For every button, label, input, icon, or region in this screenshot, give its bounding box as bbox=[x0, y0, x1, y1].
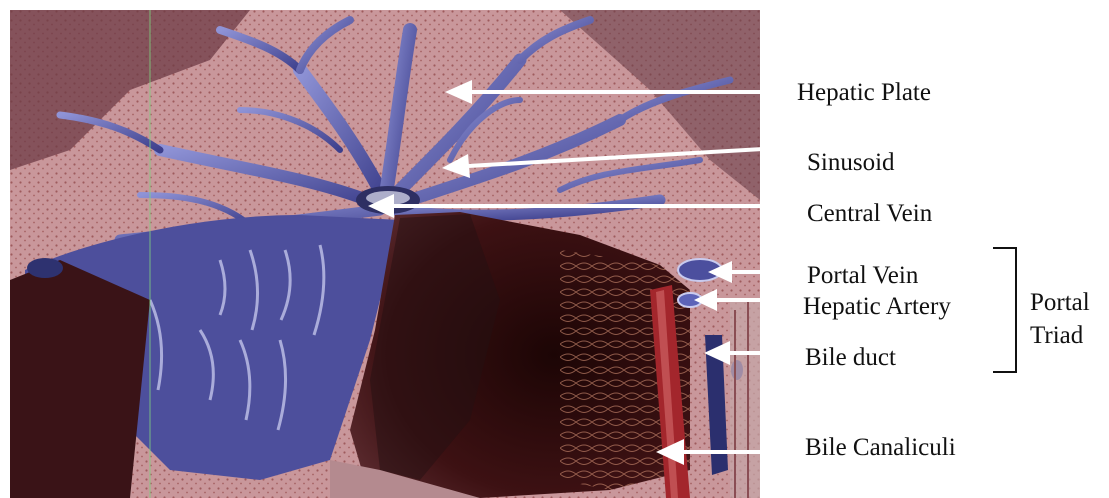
label-bile-duct: Bile duct bbox=[805, 345, 896, 370]
label-portal-vein: Portal Vein bbox=[807, 263, 918, 288]
portal-triad-bracket bbox=[993, 248, 1016, 372]
label-bile-canaliculi: Bile Canaliculi bbox=[805, 435, 956, 460]
label-central-vein: Central Vein bbox=[807, 201, 932, 226]
label-hepatic-plate: Hepatic Plate bbox=[797, 80, 931, 105]
label-hepatic-artery: Hepatic Artery bbox=[803, 294, 951, 319]
left-vessel-column bbox=[10, 260, 150, 498]
label-portal-triad-line2: Triad bbox=[1030, 323, 1083, 348]
left-small-vessel bbox=[27, 258, 63, 278]
label-portal-triad-line1: Portal bbox=[1030, 290, 1090, 315]
label-sinusoid: Sinusoid bbox=[807, 150, 895, 175]
